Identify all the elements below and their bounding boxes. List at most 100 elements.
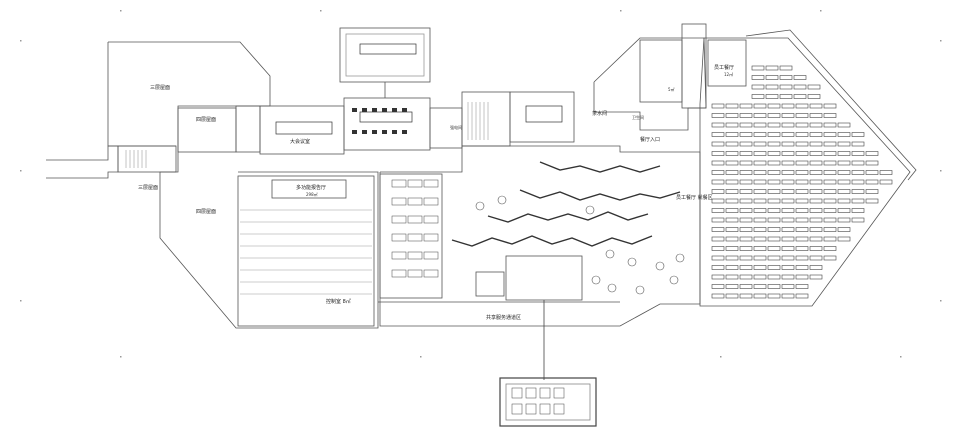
dining-table xyxy=(779,84,793,90)
dining-table xyxy=(767,265,781,270)
dining-table xyxy=(767,151,781,156)
dining-table-grid xyxy=(711,65,893,299)
dining-table xyxy=(765,75,779,80)
dining-table xyxy=(779,75,793,80)
dining-table xyxy=(809,132,823,137)
left-stair-room xyxy=(117,145,177,173)
dining-table xyxy=(837,236,851,242)
label-electrical: 强电间 xyxy=(450,125,462,130)
label-restaurant-entry: 餐厅入口 xyxy=(640,137,661,143)
dining-table xyxy=(753,255,767,261)
dining-table xyxy=(837,198,851,204)
tea-room xyxy=(509,91,575,143)
dining-table xyxy=(851,170,865,175)
dining-table xyxy=(823,179,837,185)
dining-table xyxy=(809,189,823,194)
dining-table xyxy=(725,151,739,156)
meeting-pod xyxy=(505,255,583,301)
dining-table xyxy=(823,103,837,109)
dining-table xyxy=(739,132,753,137)
dining-table xyxy=(779,65,793,71)
dining-table xyxy=(711,160,725,166)
dining-table xyxy=(725,255,739,261)
dining-table xyxy=(711,113,725,118)
dining-table xyxy=(781,293,795,299)
core-outline xyxy=(593,37,707,131)
dining-table xyxy=(851,208,865,213)
dining-table xyxy=(823,255,837,261)
dining-table xyxy=(823,141,837,147)
dining-table xyxy=(751,65,765,71)
dining-table xyxy=(739,179,753,185)
dining-table xyxy=(809,113,823,118)
dining-table xyxy=(851,179,865,185)
dining-table xyxy=(725,284,739,289)
dining-table xyxy=(725,189,739,194)
label-large-meeting: 大会议室 xyxy=(290,139,311,145)
dining-table xyxy=(793,94,807,99)
dining-table xyxy=(725,160,739,166)
dining-table xyxy=(809,198,823,204)
dining-table xyxy=(779,94,793,99)
multi-function-hall xyxy=(237,175,375,327)
dining-table xyxy=(807,84,821,90)
dining-table xyxy=(711,255,725,261)
dining-table xyxy=(809,208,823,213)
dining-table xyxy=(753,179,767,185)
dining-table xyxy=(823,132,837,137)
dining-table xyxy=(837,170,851,175)
dining-table xyxy=(809,265,823,270)
left-wing-upper-outline xyxy=(107,42,176,147)
dining-table xyxy=(879,170,893,175)
dining-table xyxy=(753,103,767,109)
dining-table xyxy=(753,236,767,242)
dining-table xyxy=(739,160,753,166)
dining-table xyxy=(781,284,795,289)
dining-table xyxy=(725,227,739,232)
dining-table xyxy=(809,217,823,223)
dining-table xyxy=(725,122,739,128)
dining-table xyxy=(725,236,739,242)
dining-table xyxy=(753,246,767,251)
dining-table xyxy=(767,132,781,137)
dining-table xyxy=(739,255,753,261)
dining-table xyxy=(851,151,865,156)
dining-table xyxy=(711,141,725,147)
dining-table xyxy=(753,284,767,289)
dining-table xyxy=(767,113,781,118)
dining-table xyxy=(809,246,823,251)
label-control-room: 控制室 8㎡ xyxy=(326,299,351,305)
desk-rows xyxy=(391,179,439,278)
label-roof-mid: 四层屋面 xyxy=(196,117,217,123)
dining-table xyxy=(711,103,725,109)
dining-table xyxy=(753,293,767,299)
dining-table xyxy=(781,246,795,251)
dining-table xyxy=(711,179,725,185)
dining-table xyxy=(767,141,781,147)
dining-table xyxy=(739,113,753,118)
dining-table xyxy=(739,189,753,194)
label-canteen-sub: 12㎡ xyxy=(724,72,734,77)
bottom-detail-inner xyxy=(505,383,591,421)
dining-table xyxy=(823,236,837,242)
label-tea: 茶水间 xyxy=(592,111,608,117)
dining-table xyxy=(795,265,809,270)
dining-table xyxy=(823,217,837,223)
stair-core-mid xyxy=(461,91,511,147)
toilet-block xyxy=(639,39,683,103)
left-corridor xyxy=(46,145,119,179)
dining-table xyxy=(865,179,879,185)
dining-table xyxy=(751,84,765,90)
dining-table xyxy=(765,65,779,71)
dining-table xyxy=(753,170,767,175)
dining-table xyxy=(767,208,781,213)
bottom-detail-cells xyxy=(511,387,565,415)
dining-table xyxy=(711,274,725,280)
dining-table xyxy=(767,189,781,194)
dining-table xyxy=(725,113,739,118)
dining-table xyxy=(739,265,753,270)
dining-table xyxy=(837,208,851,213)
meeting-tables xyxy=(275,43,563,135)
label-roof-left: 三层屋面 xyxy=(138,185,159,191)
